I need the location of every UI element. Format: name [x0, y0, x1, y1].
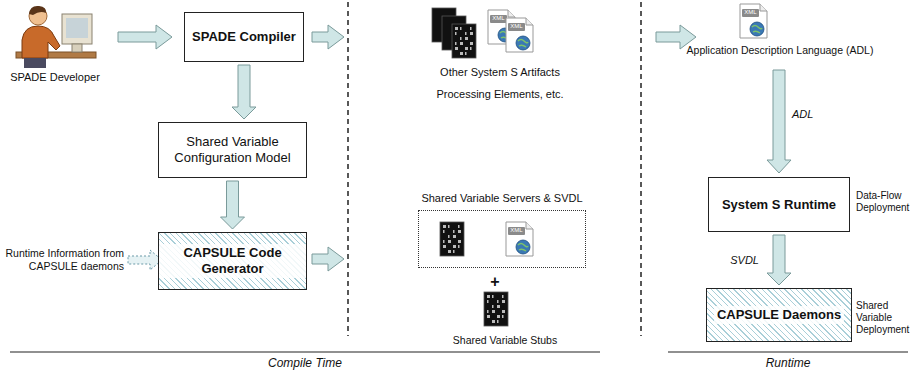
annotation: Shared Variable Deployment — [856, 300, 916, 336]
flow-arrow — [767, 235, 791, 285]
annotation: Other System S Artifacts — [400, 66, 600, 79]
annotation: SPADE Developer — [5, 71, 105, 84]
box-label: System S Runtime — [722, 197, 836, 213]
process-box: CAPSULE Daemons — [706, 288, 852, 342]
group-heading: Shared Variable Servers & SVDL — [399, 192, 605, 205]
icon-tag: XML — [508, 227, 525, 234]
icon-tag: XML — [508, 23, 525, 30]
annotation: Application Description Language (ADL) — [655, 44, 905, 57]
annotation: Compile Time — [230, 356, 380, 370]
icon-tag: + — [480, 272, 510, 291]
flow-arrow — [221, 181, 245, 229]
developer-figure — [16, 6, 96, 68]
process-box: SPADE Compiler — [184, 12, 304, 62]
xml-icon — [488, 10, 533, 52]
icon-tag: XML — [742, 9, 759, 16]
binary-icon — [440, 222, 464, 256]
icon-tag: ADL — [792, 108, 832, 121]
annotation: Runtime — [713, 356, 863, 370]
divider — [347, 2, 349, 336]
divider — [640, 2, 642, 336]
process-box: CAPSULE Code Generator — [158, 232, 307, 290]
process-box: Shared Variable Configuration Model — [158, 122, 307, 178]
box-label: CAPSULE Code Generator — [159, 244, 306, 277]
annotation: Data-Flow Deployment — [856, 190, 916, 214]
binary-icon — [484, 292, 508, 326]
xml-icon — [506, 222, 533, 256]
icon-tag: XML — [490, 15, 507, 22]
annotation: Processing Elements, etc. — [400, 88, 600, 101]
info-arrow — [128, 250, 162, 270]
xml-icon — [740, 4, 767, 38]
edge-label: SVDL — [728, 254, 761, 266]
flow-arrow — [232, 65, 256, 119]
box-label: Shared Variable Configuration Model — [159, 134, 306, 165]
box-label: CAPSULE Daemons — [714, 306, 844, 324]
annotation: Runtime Information from CAPSULE daemons — [2, 247, 124, 272]
phase-rule — [10, 351, 600, 352]
box-label: SPADE Compiler — [192, 29, 296, 45]
annotation: Shared Variable Stubs — [420, 334, 590, 347]
process-box: System S Runtime — [708, 177, 850, 232]
group-box: Shared Variable Servers & SVDL — [418, 210, 586, 268]
binary-icon — [432, 8, 476, 58]
phase-rule — [668, 351, 908, 352]
